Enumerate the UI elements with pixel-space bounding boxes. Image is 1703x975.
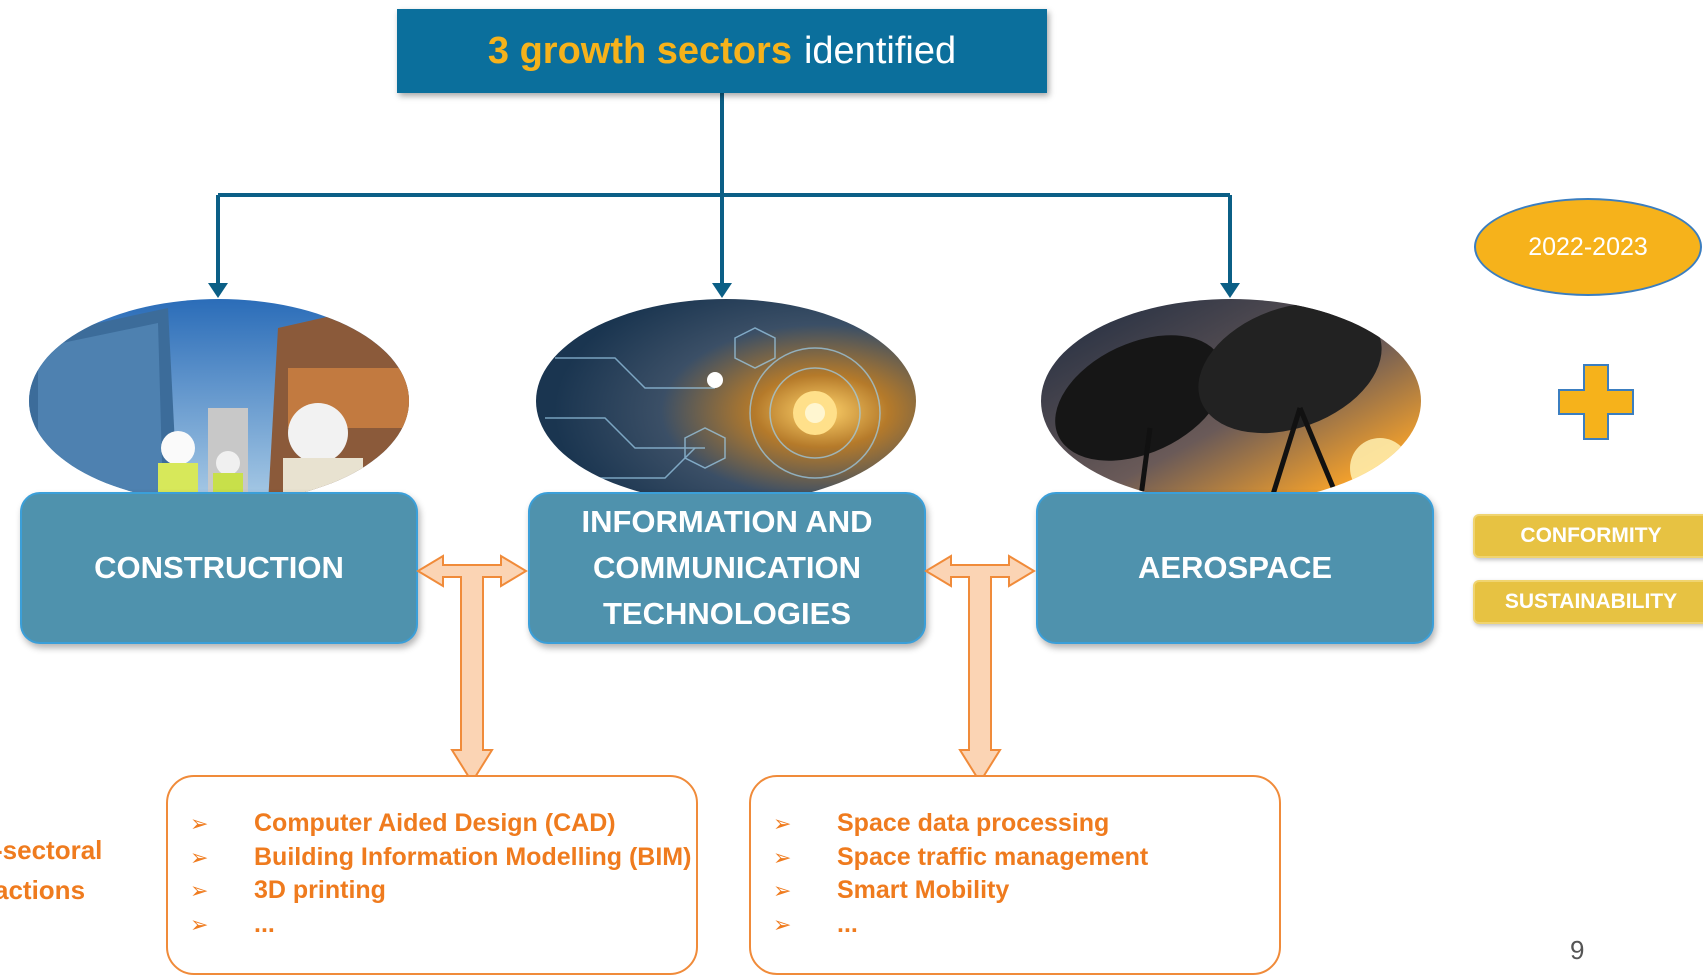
list-item: ➢Space data processing [773, 807, 1148, 841]
title-box: 3 growth sectors identified [397, 9, 1047, 93]
bullet-arrow-icon: ➢ [773, 878, 792, 903]
sector-label: CONSTRUCTION [94, 550, 344, 585]
bullet-arrow-icon: ➢ [773, 811, 792, 836]
sector-label: AEROSPACE [1137, 550, 1333, 585]
cross-sectoral-line2: actions [0, 875, 86, 905]
list-box-ict-aerospace: ➢Space data processing ➢Space traffic ma… [749, 775, 1281, 975]
list-item: ➢Smart Mobility [773, 874, 1148, 908]
tag-label: CONFORMITY [1520, 524, 1662, 547]
list-item: ➢... [773, 908, 1148, 942]
period-label: 2022-2023 [1528, 232, 1648, 261]
period-badge: 2022-2023 [1474, 198, 1702, 296]
cross-sectoral-line1: -sectoral [0, 835, 103, 865]
bullet-arrow-icon: ➢ [190, 878, 209, 903]
sector-construction: CONSTRUCTION [20, 492, 418, 644]
cross-sectoral-label: -sectoral actions [0, 830, 102, 910]
bullet-arrow-icon: ➢ [773, 911, 792, 937]
list-item: ➢... [190, 908, 691, 942]
list: ➢Space data processing ➢Space traffic ma… [773, 807, 1148, 941]
list: ➢Computer Aided Design (CAD) ➢Building I… [190, 807, 691, 941]
aerospace-photo [1041, 299, 1421, 503]
construction-photo [29, 299, 409, 503]
arrow-down-icon [1220, 283, 1240, 298]
arrow-down-icon [208, 283, 228, 298]
list-item: ➢Building Information Modelling (BIM) [190, 841, 691, 875]
list-item: ➢Computer Aided Design (CAD) [190, 807, 691, 841]
bullet-arrow-icon: ➢ [773, 844, 792, 870]
bullet-arrow-icon: ➢ [190, 844, 209, 870]
list-item: ➢Space traffic management [773, 841, 1148, 875]
title-highlight: 3 growth sectors [487, 29, 792, 72]
bullet-arrow-icon: ➢ [190, 911, 209, 937]
list-item: ➢3D printing [190, 874, 691, 908]
sector-aerospace: AEROSPACE [1036, 492, 1434, 644]
plus-icon [1558, 364, 1634, 440]
sector-ict: INFORMATION AND COMMUNICATION TECHNOLOGI… [528, 492, 926, 644]
double-arrow-icon [416, 554, 528, 784]
ict-photo [536, 299, 916, 503]
list-box-construction-ict: ➢Computer Aided Design (CAD) ➢Building I… [166, 775, 698, 975]
arrow-down-icon [712, 283, 732, 298]
tag-label: SUSTAINABILITY [1504, 590, 1678, 613]
tag-sustainability: SUSTAINABILITY [1473, 580, 1703, 624]
title-rest: identified [803, 29, 957, 72]
double-arrow-icon [924, 554, 1036, 784]
sector-label: INFORMATION AND COMMUNICATION TECHNOLOGI… [581, 504, 873, 631]
tag-conformity: CONFORMITY [1473, 514, 1703, 558]
bullet-arrow-icon: ➢ [190, 811, 209, 836]
page-number: 9 [1570, 935, 1585, 965]
